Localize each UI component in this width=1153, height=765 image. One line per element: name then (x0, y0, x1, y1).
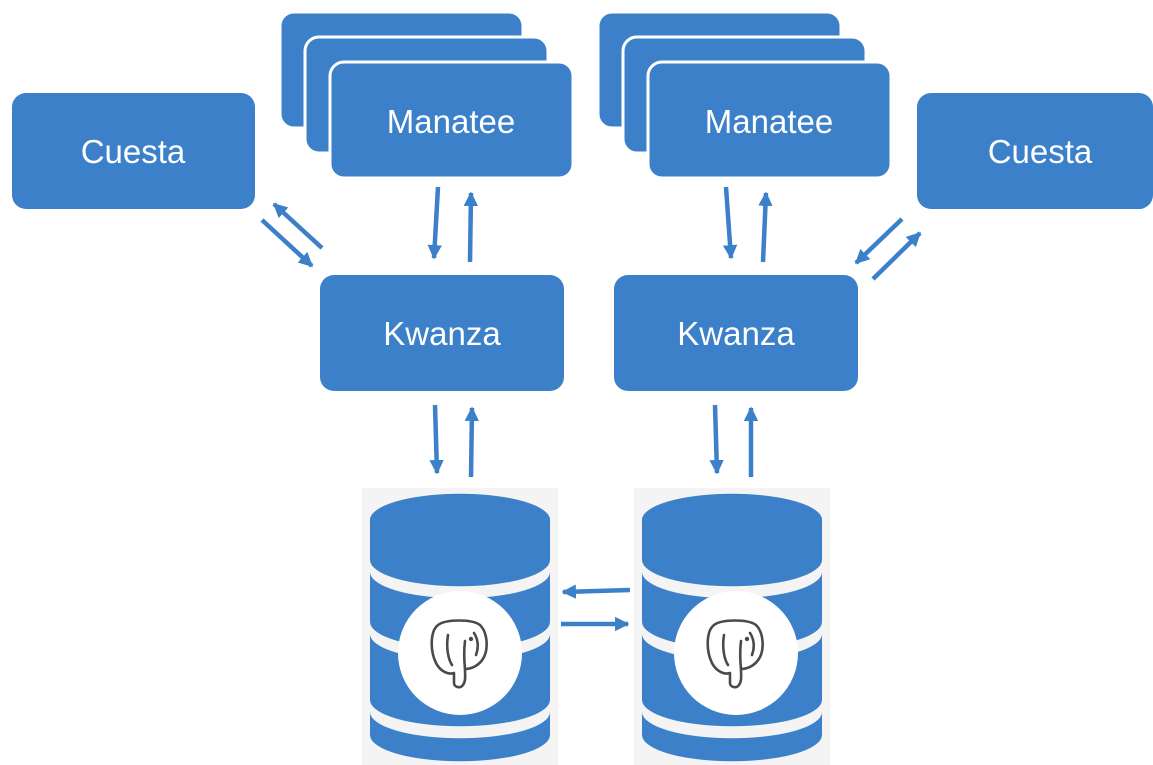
kwanza-left-label: Kwanza (383, 315, 501, 352)
cuesta-left-node: Cuesta (12, 93, 255, 209)
manatee-right-label: Manatee (705, 103, 833, 140)
cuesta-left-label: Cuesta (81, 133, 186, 170)
arrow-cuesta-left-to-kwanza-left (260, 218, 314, 268)
cuesta-right-node: Cuesta (917, 93, 1153, 209)
manatee-left-front-card (328, 60, 575, 180)
arrow-kwanza-right-to-db-right (709, 404, 724, 475)
kwanza-left-node: Kwanza (320, 275, 564, 391)
kwanza-right-node: Kwanza (614, 275, 858, 391)
manatee-left-label: Manatee (387, 103, 515, 140)
arrow-kwanza-left-to-db-left (429, 404, 444, 475)
arrow-db-right-to-db-left (561, 584, 631, 599)
kwanza-right-label: Kwanza (677, 315, 795, 352)
arrow-cuesta-right-to-kwanza-right (854, 217, 904, 265)
arrow-manatee-right-up (758, 191, 773, 263)
manatee-left-stack: Manatee (278, 10, 575, 180)
arrow-db-left-to-kwanza-left (464, 406, 480, 478)
manatee-right-stack: Manatee (596, 10, 893, 180)
manatee-right-front-card (646, 60, 893, 180)
arrow-kwanza-left-to-cuesta-left (272, 202, 324, 250)
arrow-manatee-left-down (427, 186, 442, 260)
arrow-manatee-left-up (463, 191, 479, 263)
arrow-manatee-right-down (722, 186, 738, 260)
database-left (370, 493, 550, 762)
database-right (642, 493, 822, 762)
arrow-kwanza-right-to-cuesta-right (871, 231, 922, 281)
cuesta-right-label: Cuesta (988, 133, 1093, 170)
